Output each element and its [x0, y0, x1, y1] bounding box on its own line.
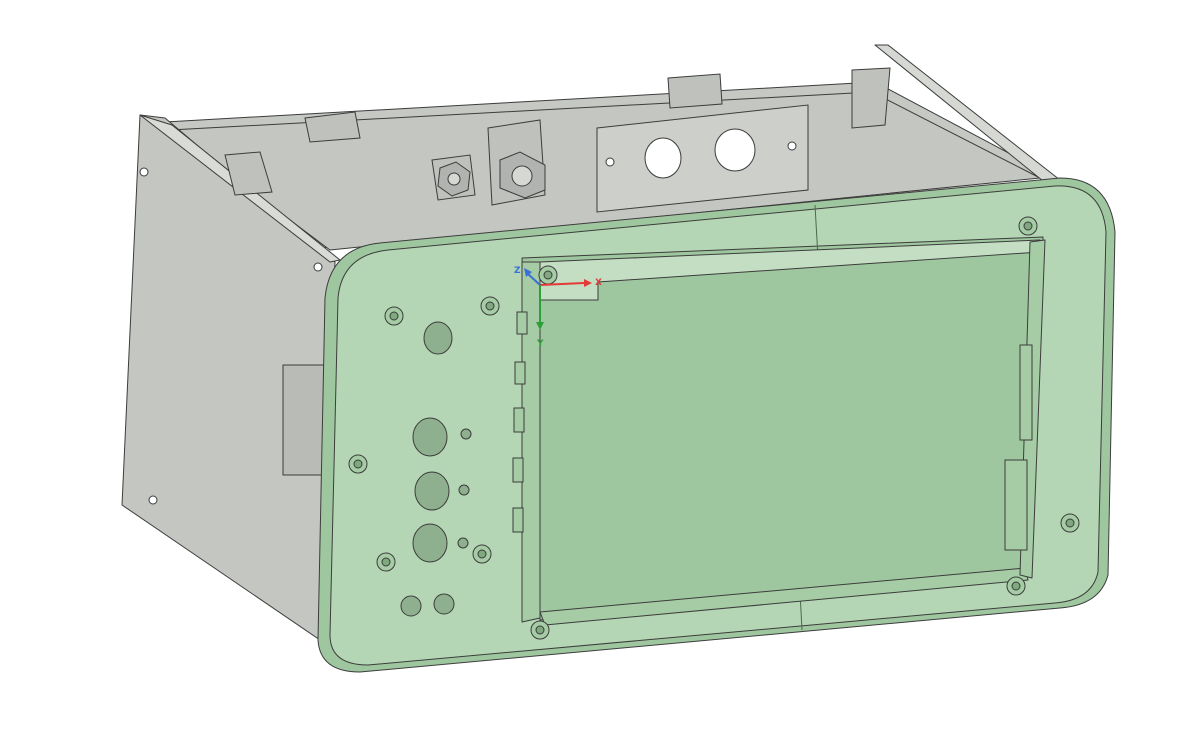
z-axis-label: Z [514, 266, 521, 276]
x-axis-label: X [595, 278, 602, 288]
hole-small-4 [400, 595, 422, 617]
hole-large-2 [414, 471, 450, 511]
y-axis-arrow [536, 322, 544, 330]
hole-small-2 [458, 484, 470, 496]
frame-slot-clips [512, 311, 528, 533]
frame-inner-lip-left [521, 261, 541, 623]
front-panel-frame[interactable] [317, 177, 1116, 673]
z-axis-line [527, 273, 541, 286]
front-panel-holes[interactable] [400, 321, 472, 617]
hole-large-3 [412, 523, 448, 563]
mounting-bosses [348, 216, 1080, 640]
hex-nut-back [437, 151, 546, 199]
frame-inner-lip-bottom [539, 567, 1029, 626]
hole-small-3 [457, 537, 469, 549]
hole-large-top [423, 321, 453, 355]
hole-small-1 [460, 428, 472, 440]
z-axis-arrow [524, 268, 532, 277]
axis-triad[interactable]: X Y Z [514, 266, 602, 349]
x-axis-arrow [584, 279, 592, 287]
hole-large-1 [412, 417, 448, 457]
back-connector-plate[interactable] [596, 104, 809, 213]
hole-small-5 [433, 593, 455, 615]
right-inner-clips [1004, 344, 1033, 551]
x-axis-line [539, 282, 585, 286]
y-axis-label: Y [536, 339, 544, 349]
frame-seam-top [814, 204, 819, 259]
